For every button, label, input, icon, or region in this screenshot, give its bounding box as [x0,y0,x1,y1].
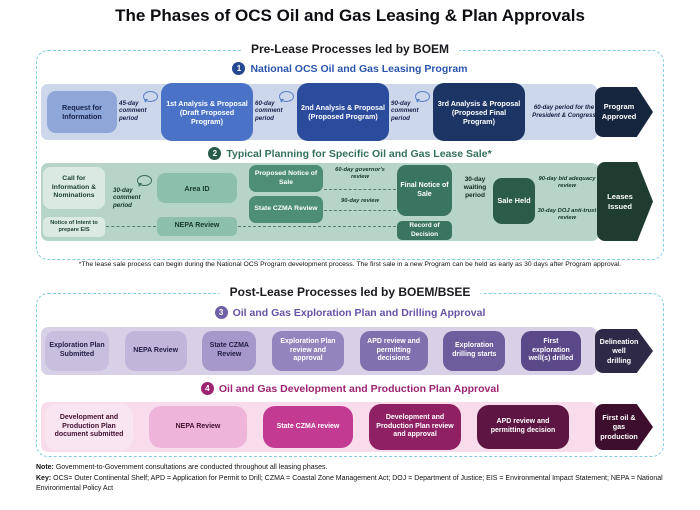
comment-bubble-icon [137,175,152,187]
dashed-connector [238,226,396,227]
dashed-connector [106,226,156,227]
lease-sale-footnote: *The lease sale process can begin during… [78,261,622,268]
flow-box-proposed-notice-of-sale: Proposed Notice of Sale [249,165,323,192]
key-line: Key: OCS= Outer Continental Shelf; APD =… [36,474,664,495]
flow-box-final-notice-of-sale: Final Notice of Sale [397,165,452,216]
flow-box-1st-analysis: 1st Analysis & Proposal (Draft Proposed … [161,83,253,141]
flow-box-nepa-review: NEPA Review [157,217,237,236]
doj-antitrust-review-label: 30-day DOJ anti-trust review [537,208,597,221]
flow-box-nepa-review: NEPA Review [124,331,187,371]
pre-lease-panel: Pre-Lease Processes led by BOEM 1 Nation… [36,42,664,260]
page-title: The Phases of OCS Oil and Gas Leasing & … [115,6,585,25]
president-congress-period-label: 60-day period for the President & Congre… [532,104,596,119]
lease-sale-row: Call for Information & Nominations Notic… [41,163,599,241]
first-oil-gas-production-arrow: First oil & gas production [595,404,653,450]
step-2-badge: 2 [208,147,222,160]
flow-box-exploration-plan-submitted: Exploration Plan Submitted [45,331,109,371]
section1-title: National OCS Oil and Gas Leasing Program [250,62,468,75]
waiting-period-label: 30-day waiting period [463,176,487,199]
flow-box-exploration-plan-review: Exploration Plan review and approval [271,331,344,371]
comment-30-day: 30-day comment period [111,175,155,219]
step-4-badge: 4 [200,382,214,395]
section2-title: Typical Planning for Specific Oil and Ga… [226,147,492,160]
flow-box-3rd-analysis: 3rd Analysis & Proposal (Proposed Final … [433,83,525,141]
exploration-row: Exploration Plan Submitted NEPA Review S… [41,327,597,375]
delineation-well-drilling-arrow: Delineation well drilling [595,329,653,373]
program-approved-arrow: Program Approved [595,87,653,137]
note-line: Note: Government-to-Government consultat… [36,463,664,474]
comment-bubble-icon [279,91,294,103]
flow-box-call-for-information: Call for Information & Nominations [43,167,105,209]
section1-heading: 1 National OCS Oil and Gas Leasing Progr… [37,62,663,75]
flow-box-dpp-document-submitted: Development and Production Plan document… [45,404,133,450]
key-label: Key: [36,474,52,482]
post-lease-legend: Post-Lease Processes led by BOEM/BSEE [219,285,481,299]
comment-90-day-label: 90-day comment period [391,100,419,122]
comment-bubble-icon [143,91,158,103]
bid-adequacy-review-label: 90-day bid adequacy review [538,176,596,189]
comment-45-day-label: 45-day comment period [119,100,147,122]
flow-box-state-czma-review: State CZMA review [263,406,353,448]
flow-box-apd-review-decision: APD review and permitting decision [477,405,569,449]
comment-60-day-label: 60-day comment period [255,100,283,122]
note-label: Note: [36,464,54,471]
flow-box-apd-review: APD review and permitting decisions [359,331,428,371]
comment-90-day: 90-day comment period [389,91,433,133]
leases-issued-arrow: Leases Issued [597,162,653,241]
pre-lease-legend: Pre-Lease Processes led by BOEM [240,42,460,56]
review-90-label: 90-day review [340,198,380,204]
post-lease-panel: Post-Lease Processes led by BOEM/BSEE 3 … [36,285,664,457]
section3-heading: 3 Oil and Gas Exploration Plan and Drill… [37,306,663,319]
notes-block: Note: Government-to-Government consultat… [36,463,664,495]
leasing-program-row: Request for Information 45-day comment p… [41,83,597,141]
comment-45-day: 45-day comment period [117,91,161,133]
flow-box-area-id: Area ID [157,173,237,203]
dashed-connector [324,189,396,190]
governor-review-label: 60-day governor's review [335,167,385,180]
section4-title: Oil and Gas Development and Production P… [218,382,500,395]
flow-box-2nd-analysis: 2nd Analysis & Proposal (Proposed Progra… [297,83,389,141]
development-row: Development and Production Plan document… [41,402,597,452]
dashed-connector [324,210,396,211]
key-text: OCS= Outer Continental Shelf; APD = Appl… [36,474,663,493]
note-text: Government-to-Government consultations a… [55,464,328,471]
comment-60-day: 60-day comment period [253,91,297,133]
flow-box-notice-of-intent: Notice of Intent to prepare EIS [43,217,105,237]
step-3-badge: 3 [214,306,228,319]
flow-box-record-of-decision: Record of Decision [397,221,452,240]
flow-box-nepa-review: NEPA Review [149,406,247,448]
flow-box-first-exploration-wells: First exploration well(s) drilled [520,331,581,371]
flow-box-sale-held: Sale Held [493,178,535,224]
flow-box-state-czma-review: State CZMA Review [202,331,257,371]
section3-title: Oil and Gas Exploration Plan and Drillin… [232,306,486,319]
comment-bubble-icon [415,91,430,103]
flow-box-request-information: Request for Information [47,91,117,133]
flow-box-state-czma-review: State CZMA Review [249,196,323,223]
flow-box-dpp-review-approval: Development and Production Plan review a… [369,404,461,450]
section4-heading: 4 Oil and Gas Development and Production… [37,382,663,395]
section2-heading: 2 Typical Planning for Specific Oil and … [37,147,663,160]
step-1-badge: 1 [232,62,246,75]
comment-30-day-label: 30-day comment period [113,187,141,209]
flow-box-exploration-drilling-starts: Exploration drilling starts [443,331,506,371]
